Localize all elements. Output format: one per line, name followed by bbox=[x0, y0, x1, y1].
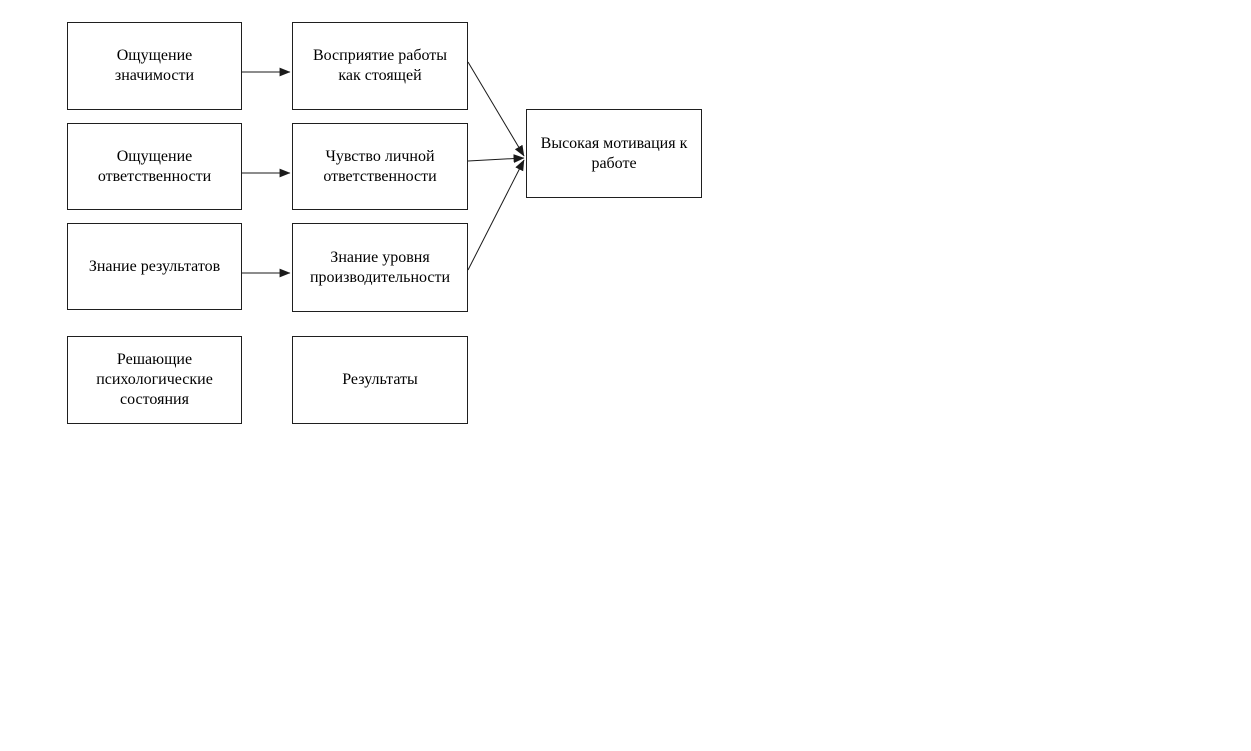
box-label: Знание уровня производительности bbox=[309, 248, 451, 286]
box-perception-of-work-as-worthwhile: Восприятие работы как стоящей bbox=[292, 22, 468, 110]
box-label: Ощущение ответственности bbox=[97, 147, 212, 185]
box-sense-of-meaningfulness: Ощущение значимости bbox=[67, 22, 242, 110]
box-label: Чувство личной ответственности bbox=[323, 147, 437, 185]
arrow-productivity-to-motivation bbox=[467, 159, 525, 271]
box-high-work-motivation: Высокая мотивация к работе bbox=[526, 109, 702, 198]
box-critical-psychological-states: Решающие психологические состояния bbox=[67, 336, 242, 424]
box-label: Ощущение значимости bbox=[114, 47, 195, 84]
arrow-perception-to-motivation bbox=[467, 61, 525, 157]
box-label: Решающие психологические состояния bbox=[96, 351, 213, 408]
box-label: Восприятие работы как стоящей bbox=[312, 47, 448, 84]
box-results: Результаты bbox=[292, 336, 468, 424]
box-label: Знание результатов bbox=[88, 257, 221, 275]
box-label: Высокая мотивация к работе bbox=[540, 134, 688, 172]
box-label: Результаты bbox=[342, 371, 418, 388]
box-knowledge-of-productivity-level: Знание уровня производительности bbox=[292, 223, 468, 312]
arrow-personal-responsibility-to-motivation bbox=[467, 154, 525, 163]
box-feeling-of-personal-responsibility: Чувство личной ответственности bbox=[292, 123, 468, 210]
box-sense-of-responsibility: Ощущение ответственности bbox=[67, 123, 242, 210]
box-knowledge-of-results: Знание результатов bbox=[67, 223, 242, 310]
